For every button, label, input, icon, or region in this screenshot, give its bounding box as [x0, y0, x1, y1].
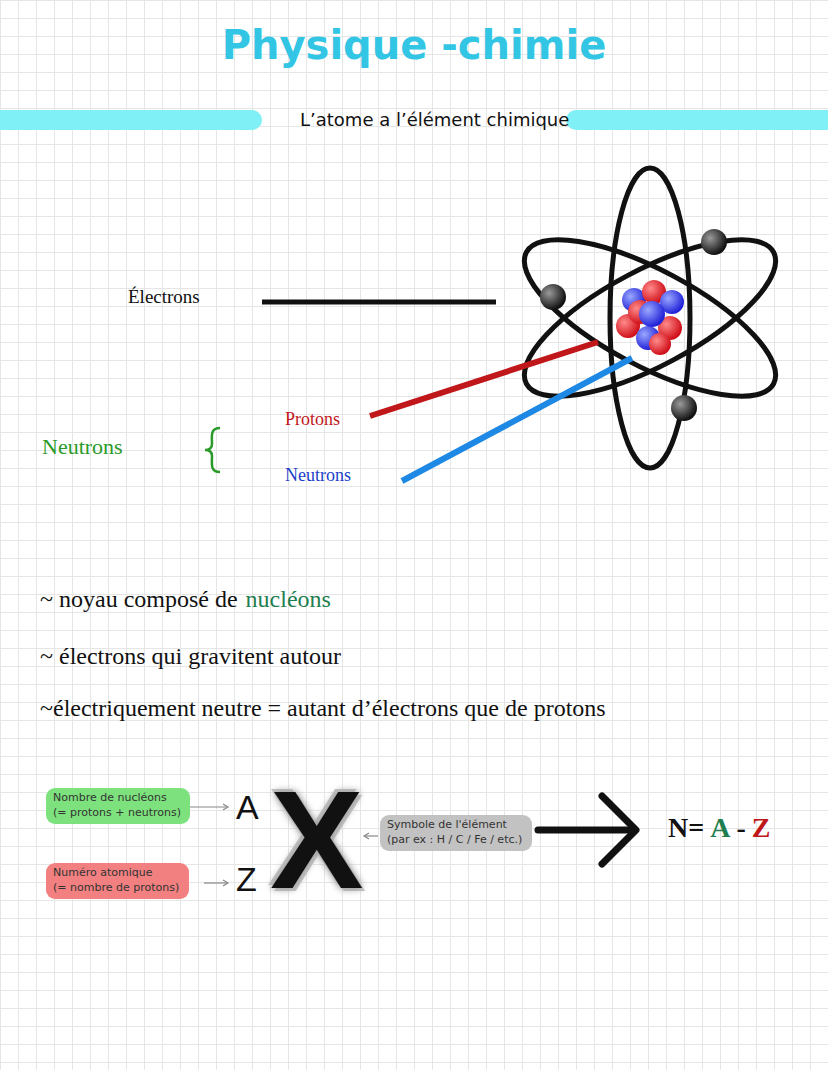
pill-heading: Nombre de nucléons: [53, 791, 183, 806]
brace: [205, 428, 220, 472]
formula: Z: [752, 812, 771, 844]
pill-note: (= protons + neutrons): [53, 806, 183, 821]
part-label: Protons: [285, 409, 340, 430]
atom-orbits: [504, 168, 796, 468]
bullet-text: ~électriquement neutre = autant d’électr…: [40, 695, 606, 723]
text-row: ~ noyau composé de nucléons: [40, 586, 331, 614]
label-pill: Numéro atomique(= nombre de protons): [46, 863, 189, 899]
nucleus: [616, 280, 684, 355]
result-arrow: [538, 796, 636, 864]
bullet-text: ~ noyau composé de: [40, 586, 238, 614]
title: Physique -chimie: [0, 22, 828, 68]
label-pill: Nombre de nucléons(= protons + neutrons): [46, 788, 190, 824]
key-term: nucléons: [246, 586, 331, 614]
pill-heading: Symbole de l'élément: [387, 818, 525, 833]
mass-number: A: [236, 788, 259, 827]
bullet-text: ~ électrons qui gravitent autour: [40, 643, 341, 671]
atomic-number: Z: [236, 860, 257, 899]
pill-note: (= nombre de protons): [53, 881, 182, 896]
subtitle: L’atome a l’élément chimique: [300, 110, 569, 131]
part-label: Neutrons: [285, 465, 351, 486]
formula: A: [710, 812, 730, 844]
pill-note: (par ex : H / C / Fe / etc.): [387, 833, 525, 848]
cyan-band: [0, 110, 262, 130]
cyan-band: [566, 110, 828, 130]
formula: -: [736, 812, 745, 844]
electron-leader: [262, 300, 496, 305]
element-symbol: X: [270, 770, 363, 910]
formula: N=: [668, 812, 704, 844]
group-label: Neutrons: [42, 434, 123, 459]
pill-heading: Numéro atomique: [53, 866, 182, 881]
label-pill: Symbole de l'élément(par ex : H / C / Fe…: [380, 815, 532, 851]
neutron-leader: [402, 358, 632, 481]
proton-leader: [370, 342, 598, 416]
text-row: N=A-Z: [668, 812, 770, 844]
part-label: Électrons: [128, 286, 200, 308]
